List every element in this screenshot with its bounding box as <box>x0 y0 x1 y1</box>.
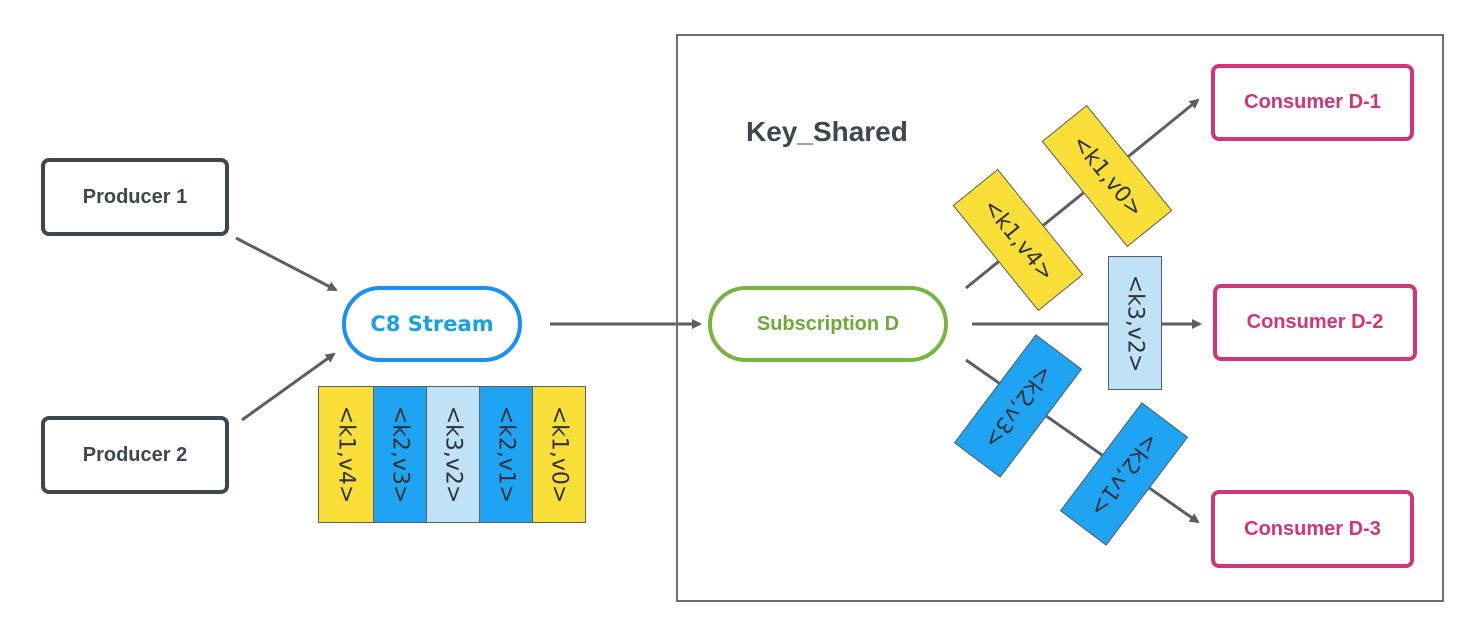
subscription-d-node[interactable]: Subscription D <box>708 286 948 362</box>
producer-2-node[interactable]: Producer 2 <box>41 416 229 494</box>
producer-1-node[interactable]: Producer 1 <box>41 158 229 236</box>
arrow-producer1-to-stream <box>235 236 338 292</box>
key-shared-group <box>676 34 1444 602</box>
consumer-d1-node[interactable]: Consumer D-1 <box>1211 64 1414 141</box>
stream-message: <k2,v1> <box>479 386 533 523</box>
stream-message: <k1,v0> <box>532 386 586 523</box>
arrow-producer2-to-stream <box>241 352 336 422</box>
stream-message: <k3,v2> <box>426 386 480 523</box>
consumer-d3-node[interactable]: Consumer D-3 <box>1211 490 1414 568</box>
stream-message: <k1,v4> <box>318 386 374 523</box>
c8-stream-node[interactable]: C8 Stream <box>342 286 522 362</box>
stream-message: <k2,v3> <box>373 386 427 523</box>
routed-message-k3: <k3,v2> <box>1108 256 1162 390</box>
consumer-d2-node[interactable]: Consumer D-2 <box>1213 284 1417 361</box>
subscription-mode-title: Key_Shared <box>746 116 908 147</box>
